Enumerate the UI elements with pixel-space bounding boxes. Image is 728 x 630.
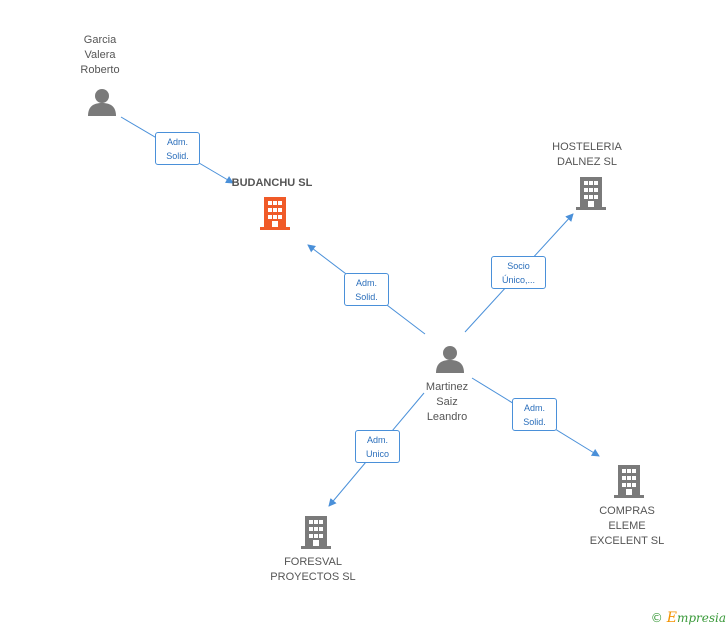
edge-label-martinez-hosteleria[interactable]: Socio Único,... [491, 256, 546, 289]
node-label-martinez[interactable]: Martinez Saiz Leandro [425, 381, 469, 423]
edge-label-martinez-foresval[interactable]: Adm. Unico [355, 430, 400, 463]
node-label-budanchu[interactable]: BUDANCHU SL [231, 177, 313, 189]
person-icon[interactable] [88, 89, 116, 116]
empresia-logo: ©Empresia [651, 610, 726, 626]
node-label-compras[interactable]: COMPRAS ELEME EXCELENT SL [589, 505, 665, 547]
building-icon[interactable] [576, 177, 606, 210]
edge-label-garcia-budanchu[interactable]: Adm. Solid. [155, 132, 200, 165]
node-label-garcia[interactable]: Garcia Valera Roberto [80, 34, 120, 76]
person-icon[interactable] [436, 346, 464, 373]
edge-label-martinez-budanchu[interactable]: Adm. Solid. [344, 273, 389, 306]
building-icon[interactable] [301, 516, 331, 549]
node-label-hosteleria[interactable]: HOSTELERIA DALNEZ SL [552, 141, 622, 168]
edge-label-martinez-compras[interactable]: Adm. Solid. [512, 398, 557, 431]
copyright-icon: © [650, 611, 663, 625]
building-icon[interactable] [260, 197, 290, 230]
node-label-foresval[interactable]: FORESVAL PROYECTOS SL [270, 556, 356, 583]
building-icon[interactable] [614, 465, 644, 498]
brand-rest: mpresia [676, 611, 726, 625]
brand-e: E [666, 610, 677, 626]
